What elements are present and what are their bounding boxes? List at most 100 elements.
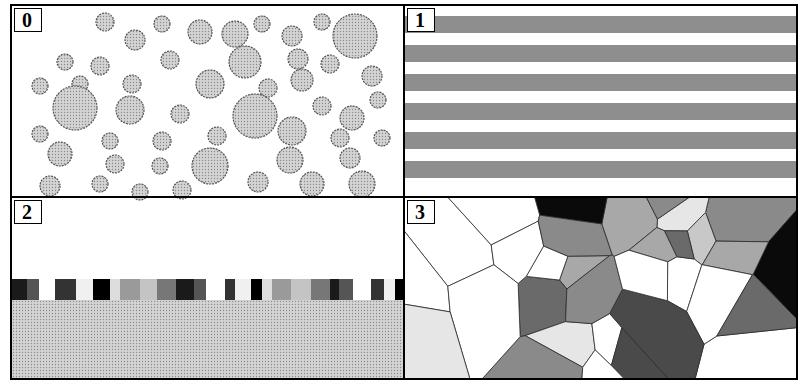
grain-circle	[92, 176, 108, 192]
stripe-bar	[176, 279, 194, 300]
stripe-bar	[353, 279, 371, 300]
grain-circle	[161, 51, 179, 69]
grain-circle	[248, 172, 268, 192]
grain-circle	[102, 133, 118, 149]
grain-circle	[370, 92, 386, 108]
stripe-bar	[140, 279, 157, 300]
grain-circle	[91, 57, 109, 75]
grain-cell	[582, 350, 624, 379]
grain-circle	[229, 46, 261, 78]
stripe-bar	[27, 279, 39, 300]
panel-number: 3	[407, 200, 435, 224]
grain-circle	[32, 126, 48, 142]
grain-circle	[40, 176, 60, 196]
texture-panel: 2	[10, 196, 405, 380]
grain-circle	[321, 55, 339, 73]
grain-circle	[300, 172, 324, 196]
stripe-bar	[291, 279, 311, 300]
stripe-band	[403, 132, 798, 149]
dotted-layer	[10, 300, 405, 380]
stripe-band	[403, 161, 798, 178]
grain-cell	[566, 255, 623, 324]
stripe-bar	[225, 279, 235, 300]
stripe-bar	[10, 279, 27, 300]
panel-number: 0	[14, 8, 42, 32]
stripe-bar	[311, 279, 330, 300]
stripe-bar	[384, 279, 395, 300]
grain-cell	[404, 304, 470, 379]
lamellar-stripes	[403, 16, 798, 178]
grain-circle	[254, 16, 270, 32]
grain-cell	[538, 215, 612, 256]
grain-circle	[362, 66, 382, 86]
stripe-bar	[110, 279, 120, 300]
grain-circle	[331, 129, 349, 147]
texture-panel: 3	[403, 196, 798, 380]
grain-circle	[277, 147, 303, 173]
panel-number: 2	[14, 200, 42, 224]
stripe-bar	[157, 279, 176, 300]
grain-circle	[314, 14, 330, 30]
stripe-bar	[272, 279, 291, 300]
stripe-bar	[262, 279, 272, 300]
grain-cell	[646, 197, 689, 219]
grain-cell	[610, 289, 704, 379]
grain-circle	[106, 155, 124, 173]
grain-circle	[152, 158, 168, 174]
grain-circle	[340, 106, 364, 130]
grain-circle	[222, 21, 248, 47]
grain-circle	[233, 94, 277, 138]
stripe-bar	[194, 279, 206, 300]
grain-circle	[48, 142, 72, 166]
grain-circle	[192, 148, 228, 184]
panel-number: 1	[407, 8, 435, 32]
grain-circle	[188, 20, 212, 44]
stripe-bar	[39, 279, 55, 300]
texture-panel: 1	[403, 4, 798, 198]
grain-circle	[333, 14, 377, 58]
texture-panel: 0	[10, 4, 405, 198]
stripe-bar	[55, 279, 76, 300]
grain-circle	[57, 54, 73, 70]
grain-circle	[288, 49, 308, 69]
grain-circle	[340, 148, 360, 168]
grain-circle	[32, 78, 48, 94]
stripe-bar	[330, 279, 339, 300]
grain-circle	[53, 86, 97, 130]
grain-circle	[123, 75, 141, 93]
stripe-band	[403, 74, 798, 91]
grain-circle	[313, 97, 331, 115]
stripe-bar	[76, 279, 93, 300]
grain-cell	[614, 250, 668, 301]
grain-circle	[171, 105, 189, 123]
grain-circles	[32, 13, 390, 200]
grain-cell	[404, 231, 450, 312]
stripe-band	[403, 45, 798, 62]
stripe-band	[403, 103, 798, 120]
stripe-bar	[206, 279, 225, 300]
grain-cell	[717, 274, 797, 336]
stripe-bar	[120, 279, 140, 300]
stripe-bar	[339, 279, 353, 300]
stripe-bar	[235, 279, 251, 300]
stripe-bar	[371, 279, 384, 300]
grain-circle	[96, 13, 114, 31]
grain-circle	[374, 130, 390, 146]
grain-circle	[282, 26, 302, 46]
grain-circle	[291, 69, 313, 91]
grain-circle	[125, 30, 145, 50]
stripe-bar	[93, 279, 110, 300]
grain-circle	[208, 127, 226, 145]
grain-circle	[196, 70, 224, 98]
grain-circle	[116, 96, 144, 124]
grain-circle	[349, 171, 375, 197]
layered-structure	[10, 279, 405, 380]
grain-circle	[154, 16, 170, 32]
stripe-bar	[251, 279, 262, 300]
grain-circle	[278, 117, 306, 145]
polygonal-grains	[404, 197, 797, 379]
grain-circle	[153, 132, 171, 150]
stripe-band	[403, 16, 798, 33]
grain-circle	[259, 79, 277, 97]
